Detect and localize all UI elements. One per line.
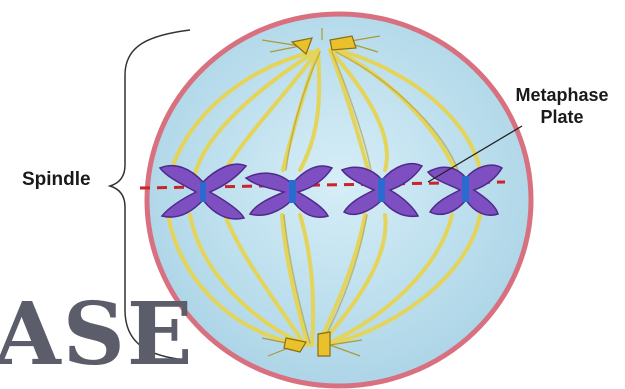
metaphase-label-line2: Plate (497, 106, 625, 128)
spindle-label: Spindle (22, 169, 91, 191)
metaphase-label-line1: Metaphase (497, 84, 625, 106)
metaphase-plate-label: Metaphase Plate (497, 84, 625, 128)
slide-title-fragment: ASE (0, 292, 194, 378)
